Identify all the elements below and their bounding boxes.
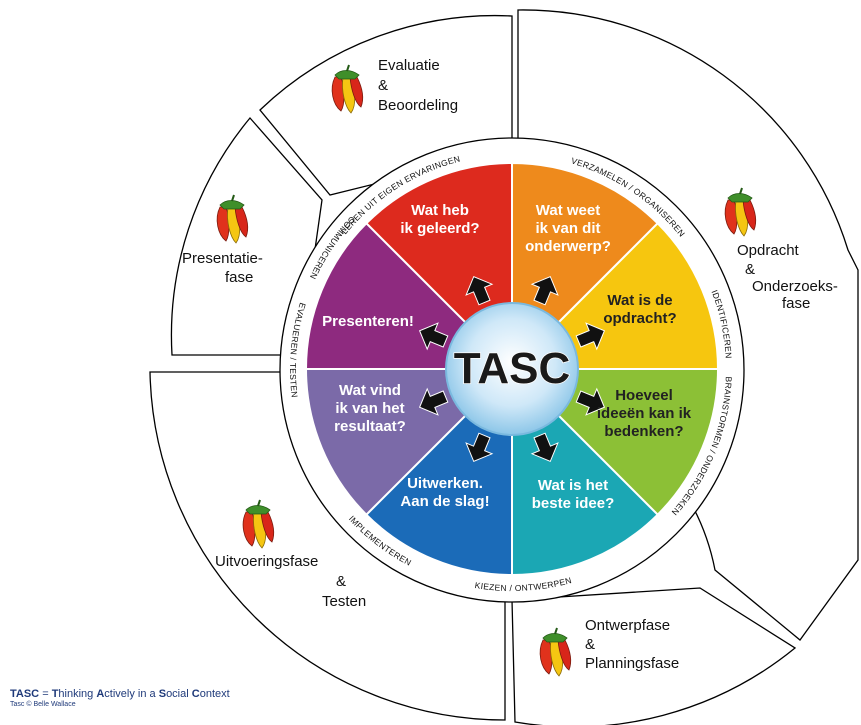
- footer-ocial: ocial: [166, 688, 192, 700]
- arrow-yellow: [575, 322, 606, 351]
- phase-box-ontwerp: [511, 587, 797, 725]
- phase-label-ontwerp: Ontwerpfase&Planningsfase: [585, 617, 679, 672]
- phase-box-uitvoering: [149, 371, 506, 721]
- footer-t: T: [51, 688, 59, 700]
- arrow-lavender: [418, 387, 449, 416]
- footer-a: A: [96, 688, 105, 700]
- pepper-icon: [539, 627, 572, 677]
- phase-label-opdracht: Opdracht&Onderzoeks-fase: [737, 242, 838, 312]
- phase-box-presentatie: [170, 116, 323, 356]
- phase-label-uitvoering: Uitvoeringsfase&Testen: [215, 553, 366, 610]
- footer-hinking: hinking: [58, 688, 97, 700]
- footer-eq: =: [39, 688, 52, 700]
- pepper-icon: [724, 187, 757, 237]
- tasc-hub: [445, 302, 579, 436]
- tasc-hub-label: TASC: [454, 344, 571, 393]
- arrow-green: [575, 387, 606, 416]
- pepper-icons: [216, 64, 757, 677]
- wheel-arrows: [418, 275, 606, 463]
- footer-s: S: [158, 688, 167, 700]
- footer-ontext: ontext: [199, 688, 230, 700]
- arrow-orange: [530, 275, 559, 306]
- pepper-icon: [331, 64, 364, 114]
- phase-label-presentatie: Presentatie-fase: [182, 250, 263, 286]
- footer-ctively: ctively in a: [104, 688, 159, 700]
- arrow-purple: [418, 322, 449, 351]
- pepper-icon: [242, 499, 275, 549]
- segment-label-purple: Presenteren!: [322, 313, 414, 330]
- segment-label-blue: Uitwerken.Aan de slag!: [400, 475, 489, 510]
- footer-tasc: TASC: [10, 688, 40, 700]
- arrow-teal: [530, 432, 559, 463]
- footer-c: C: [191, 688, 200, 700]
- arrow-blue: [465, 432, 494, 463]
- footer-copyright: Tasc © Belle Wallace: [10, 700, 76, 708]
- footer: TASC = Thinking Actively in a Social Con…: [10, 688, 230, 708]
- arrow-red: [465, 275, 494, 306]
- phase-labels: Evaluatie&BeoordelingOpdracht&Onderzoeks…: [182, 57, 838, 672]
- footer-definition: TASC = Thinking Actively in a Social Con…: [10, 688, 230, 701]
- pepper-icon: [216, 194, 249, 244]
- phase-label-evaluatie: Evaluatie&Beoordeling: [378, 57, 458, 114]
